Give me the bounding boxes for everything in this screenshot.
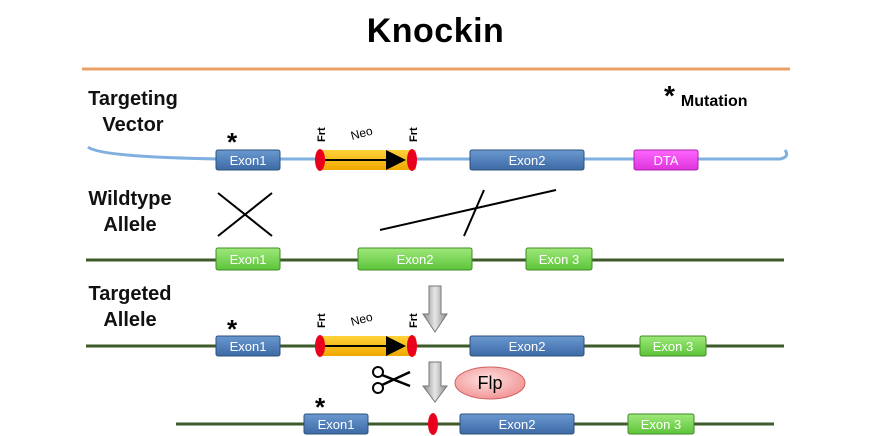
frt-site-right [407, 149, 417, 171]
label-line: Targeted [88, 283, 172, 305]
crossover-line-a2 [217, 192, 273, 237]
ex-exon2-label: Exon2 [499, 417, 536, 432]
crossover-line-b1 [379, 189, 557, 231]
dta-box [633, 149, 699, 171]
wt-exon3-label: Exon 3 [539, 252, 579, 267]
flp-label: Flp [477, 373, 502, 393]
legend-label: Mutation [680, 93, 748, 111]
ex-exon1-box [303, 413, 369, 435]
ta-exon2-box [469, 335, 585, 357]
label-targeted-allele: Targeted Allele [74, 281, 186, 333]
mutation-star: * [315, 392, 326, 422]
ta-frt-site-left [315, 335, 325, 357]
wt-exon3-box [525, 247, 593, 271]
wt-exon1-label: Exon1 [230, 252, 267, 267]
legend: * Mutation [664, 80, 748, 118]
wt-exon2-box [357, 247, 473, 271]
ta-exon1-label: Exon1 [230, 339, 267, 354]
exon2-box [469, 149, 585, 171]
frt-site-left [315, 149, 325, 171]
ex-exon2-box [459, 413, 575, 435]
label-line: Allele [103, 309, 157, 331]
page-title: Knockin [366, 12, 505, 50]
neo-label: Neo [349, 124, 374, 143]
crossover-line-b2 [463, 189, 485, 237]
exon1-label: Exon1 [230, 153, 267, 168]
wt-exon2-label: Exon2 [397, 252, 434, 267]
ta-frt-site-right [407, 335, 417, 357]
scissors-icon [372, 366, 411, 394]
down-arrow-icon [422, 361, 448, 403]
mutation-star: * [227, 314, 238, 344]
label-targeting-vector: Targeting Vector [78, 86, 188, 138]
label-line: Wildtype [88, 188, 172, 210]
ta-frt-label-left: Frt [316, 313, 328, 328]
ta-neo-label: Neo [349, 310, 374, 329]
frt-label-right: Frt [408, 127, 420, 142]
ex-exon1-label: Exon1 [318, 417, 355, 432]
vector-backbone [87, 145, 789, 161]
label-line: Allele [103, 214, 157, 236]
label-line: Vector [102, 114, 164, 136]
label-wildtype-allele: Wildtype Allele [74, 186, 186, 238]
ex-exon3-label: Exon 3 [641, 417, 681, 432]
ta-exon3-label: Exon 3 [653, 339, 693, 354]
exon1-box [215, 149, 281, 171]
dta-label: DTA [653, 153, 678, 168]
frt-label-left: Frt [316, 127, 328, 142]
exon2-label: Exon2 [509, 153, 546, 168]
ta-exon1-box [215, 335, 281, 357]
ta-frt-label-right: Frt [408, 313, 420, 328]
label-line: Targeting [88, 88, 178, 110]
ta-exon3-box [639, 335, 707, 357]
mutation-star: * [227, 127, 238, 157]
ex-frt-site [428, 413, 438, 435]
flp-recombinase [454, 366, 526, 400]
ta-exon2-label: Exon2 [509, 339, 546, 354]
down-arrow-icon [422, 285, 448, 333]
ex-exon3-box [627, 413, 695, 435]
legend-star-icon: * [664, 80, 675, 111]
wt-exon1-box [215, 247, 281, 271]
